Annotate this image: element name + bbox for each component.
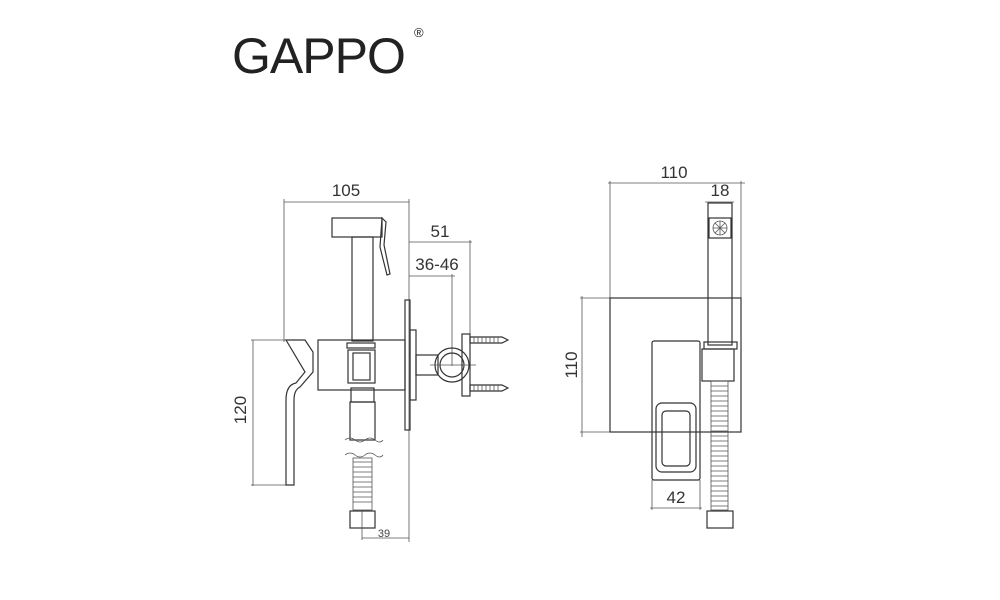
- hose-nut-front: [706, 510, 734, 529]
- dim-label-36-46: 36-46: [415, 255, 458, 274]
- hose-tube: [349, 401, 376, 441]
- shower-stem: [351, 236, 374, 342]
- shower-head-front: [707, 202, 733, 346]
- mixer-body-front: [651, 340, 701, 481]
- dim-label-120: 120: [231, 396, 250, 424]
- dim-label-18: 18: [711, 181, 730, 200]
- gappo-logo: GAPPO ®: [232, 25, 424, 84]
- dim-label-39: 39: [378, 528, 390, 540]
- front-view: 110 18 110 42: [562, 163, 745, 529]
- dim-label-42: 42: [667, 488, 686, 507]
- shower-lever: [379, 216, 391, 276]
- logo-text: GAPPO: [232, 28, 405, 84]
- dim-label-51: 51: [431, 222, 450, 241]
- dim-label-110-top: 110: [660, 163, 687, 182]
- dim-label-110-left: 110: [562, 351, 581, 378]
- screw-icon: [469, 336, 510, 392]
- side-view: 105 51 36-46 120 39: [231, 181, 510, 542]
- cartridge: [347, 349, 376, 384]
- spray-nozzle-icon: [712, 220, 728, 236]
- wall-box: [609, 297, 742, 433]
- flange: [409, 329, 417, 401]
- hose-spring-front: [710, 380, 729, 511]
- logo-registered-mark: ®: [414, 25, 424, 40]
- shower-holder: [701, 348, 735, 382]
- handle-window: [655, 402, 697, 473]
- dim-label-105: 105: [332, 181, 360, 200]
- shower-head: [331, 217, 383, 238]
- hose-nut: [349, 510, 376, 529]
- hose-spring: [352, 457, 373, 511]
- bracket-plate: [461, 333, 471, 397]
- mixer-handle: [284, 339, 314, 486]
